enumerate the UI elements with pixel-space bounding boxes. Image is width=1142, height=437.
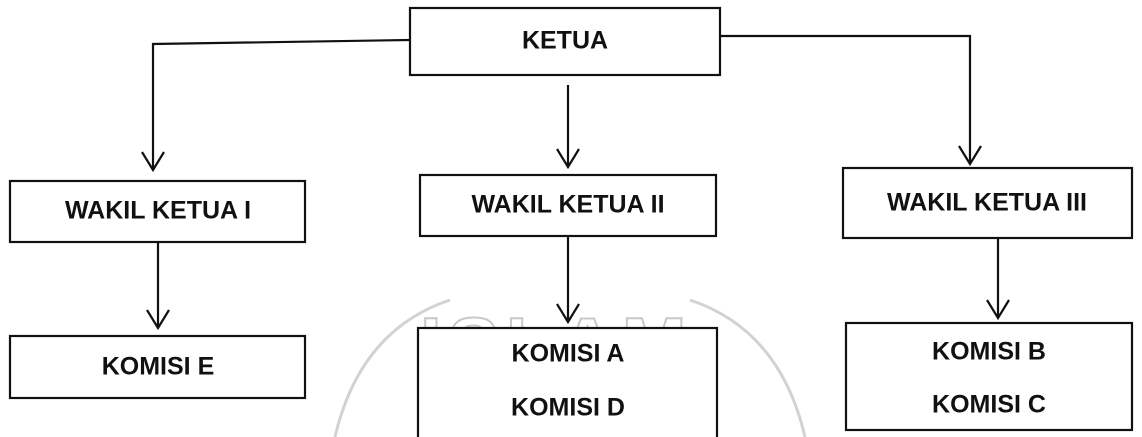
node-ketua: KETUA: [408, 6, 722, 77]
arrowhead-wakil-2: [556, 148, 580, 170]
node-wakil-ketua-1-box: [8, 179, 307, 244]
arrowhead-wakil-3: [958, 145, 982, 167]
node-komisi-e-box: [8, 334, 307, 400]
node-wakil-ketua-3: WAKIL KETUA III: [841, 166, 1134, 240]
node-wakil-ketua-1-label: WAKIL KETUA I: [65, 197, 251, 225]
connector-ketua-wakil-3: [720, 34, 972, 162]
node-wakil-ketua-1: WAKIL KETUA I: [8, 179, 307, 244]
node-komisi-c-label: KOMISI C: [932, 391, 1046, 419]
arrowhead-komisi-ad: [556, 303, 580, 325]
node-komisi-a-d-box: [416, 326, 719, 437]
watermark-ring-left: [333, 298, 451, 437]
node-wakil-ketua-2: WAKIL KETUA II: [418, 173, 718, 238]
watermark-ring-right: [689, 298, 807, 437]
node-wakil-ketua-3-label: WAKIL KETUA III: [887, 189, 1087, 217]
node-ketua-label: KETUA: [522, 27, 608, 55]
node-komisi-b-c: KOMISI B KOMISI C: [844, 321, 1134, 432]
connector-ketua-wakil-1: [151, 38, 411, 168]
node-komisi-a-label: KOMISI A: [512, 340, 625, 368]
arrowhead-komisi-bc: [986, 299, 1010, 321]
node-wakil-ketua-2-box: [418, 173, 718, 238]
node-komisi-e: KOMISI E: [8, 334, 307, 400]
node-ketua-box: [408, 6, 722, 77]
node-wakil-ketua-2-label: WAKIL KETUA II: [471, 191, 664, 219]
node-komisi-a-d: KOMISI A KOMISI D: [416, 326, 719, 437]
connectors: [151, 34, 1000, 326]
arrowhead-wakil-1: [141, 151, 165, 173]
node-komisi-d-label: KOMISI D: [511, 394, 625, 422]
node-wakil-ketua-3-box: [841, 166, 1134, 240]
arrowhead-komisi-e: [146, 309, 170, 331]
arrowheads: [141, 145, 1010, 331]
node-komisi-b-c-box: [844, 321, 1134, 432]
node-komisi-b-label: KOMISI B: [932, 338, 1046, 366]
node-komisi-e-label: KOMISI E: [102, 353, 215, 381]
